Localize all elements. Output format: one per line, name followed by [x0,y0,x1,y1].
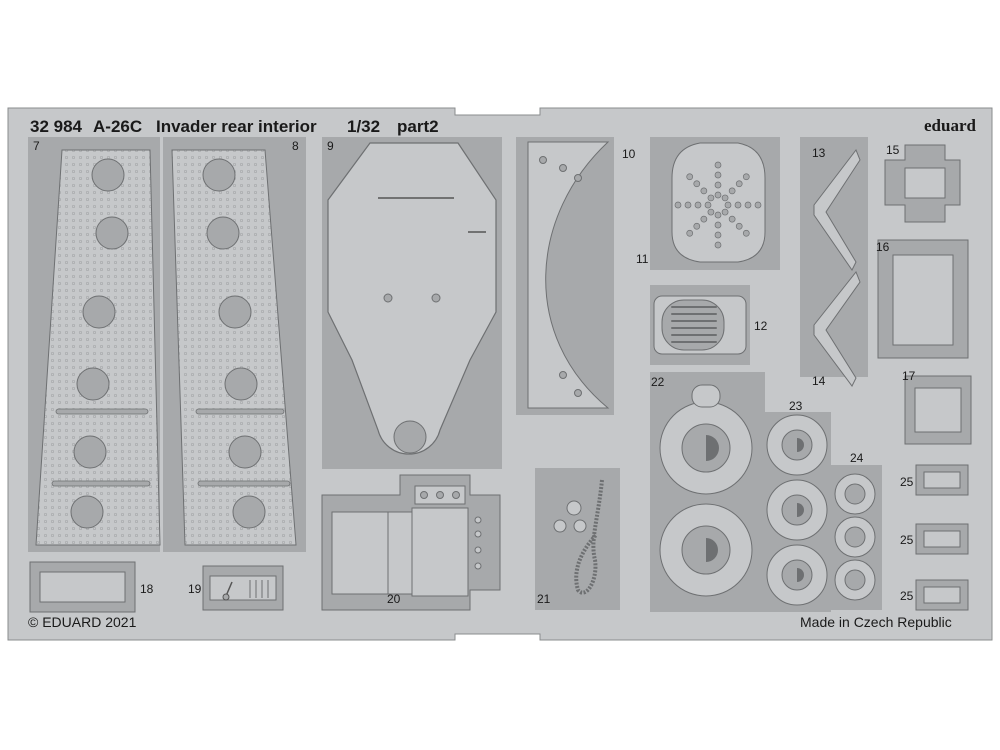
part-25-c [915,579,969,611]
perforation-hole [704,201,712,209]
label-21: 21 [537,592,551,606]
label-12: 12 [754,319,768,333]
part-7 [28,137,161,552]
part-16 [877,239,969,359]
perforation-hole [735,222,743,230]
vent-slots [671,306,717,343]
perforation-hole [684,201,692,209]
label-11: 11 [636,252,649,266]
part-24 [830,465,882,610]
label-20: 20 [387,592,401,606]
copyright: © EDUARD 2021 [28,614,137,630]
perforation-hole [742,173,750,181]
label-19: 19 [188,582,202,596]
label-18: 18 [140,582,154,596]
part-8 [163,137,306,552]
fret-footer: © EDUARD 2021 Made in Czech Republic [28,614,952,630]
part-13-14 [800,137,868,387]
perforation-hole [721,208,729,216]
label-13: 13 [812,146,826,160]
aircraft-model: A-26C [93,117,142,136]
fret-part: part2 [397,117,439,136]
part-25-b [915,523,969,555]
perforation-hole [724,201,732,209]
part-17 [904,375,972,445]
label-17: 17 [902,369,916,383]
part-22 [650,372,765,612]
label-9: 9 [327,139,334,153]
label-8: 8 [292,139,299,153]
perforation-hole [714,161,722,169]
label-23: 23 [789,399,803,413]
label-15: 15 [886,143,900,157]
perforation-hole [754,201,762,209]
part-10 [516,137,614,415]
country-of-origin: Made in Czech Republic [800,614,952,630]
part-19 [202,565,284,611]
perforation-hole [714,211,722,219]
label-22: 22 [651,375,665,389]
part-20 [321,474,501,611]
part-21 [535,468,620,610]
eduard-logo: eduard [924,116,977,135]
perforation-hole [714,241,722,249]
perforation-hole [735,180,743,188]
perforation-hole [742,229,750,237]
perforation-hole [714,221,722,229]
perforation-hole [693,222,701,230]
perforation-hole [714,191,722,199]
perforation-hole [686,173,694,181]
label-7: 7 [33,139,40,153]
part-23 [765,412,831,612]
perforation-hole [714,171,722,179]
part-18 [29,561,136,613]
perforation-hole [744,201,752,209]
part-number-labels: 7 8 9 10 11 12 13 14 15 16 17 18 19 20 2… [33,139,916,606]
set-code: 32 984 [30,117,83,136]
perforation-hole [694,201,702,209]
perforation-hole [693,180,701,188]
perforation-pattern [674,161,762,249]
perforation-hole [728,187,736,195]
set-subject: Invader rear interior [156,117,317,136]
perforation-hole [721,194,729,202]
label-16: 16 [876,240,890,254]
label-25-a: 25 [900,475,914,489]
label-10: 10 [622,147,636,161]
label-25-c: 25 [900,589,914,603]
scale: 1/32 [347,117,380,136]
part-11 [650,137,780,270]
part-25-a [915,464,969,496]
perforation-hole [674,201,682,209]
label-24: 24 [850,451,864,465]
part-15 [884,144,961,223]
perforation-hole [707,194,715,202]
fret-header: 32 984 A-26C Invader rear interior 1/32 … [30,116,977,136]
perforation-hole [734,201,742,209]
perforation-hole [728,215,736,223]
perforation-hole [707,208,715,216]
label-25-b: 25 [900,533,914,547]
perforation-hole [714,231,722,239]
perforation-hole [700,215,708,223]
perforation-hole [714,181,722,189]
part-12 [650,285,750,365]
perforation-hole [700,187,708,195]
perforation-hole [686,229,694,237]
part-9 [322,137,502,469]
label-14: 14 [812,374,826,388]
